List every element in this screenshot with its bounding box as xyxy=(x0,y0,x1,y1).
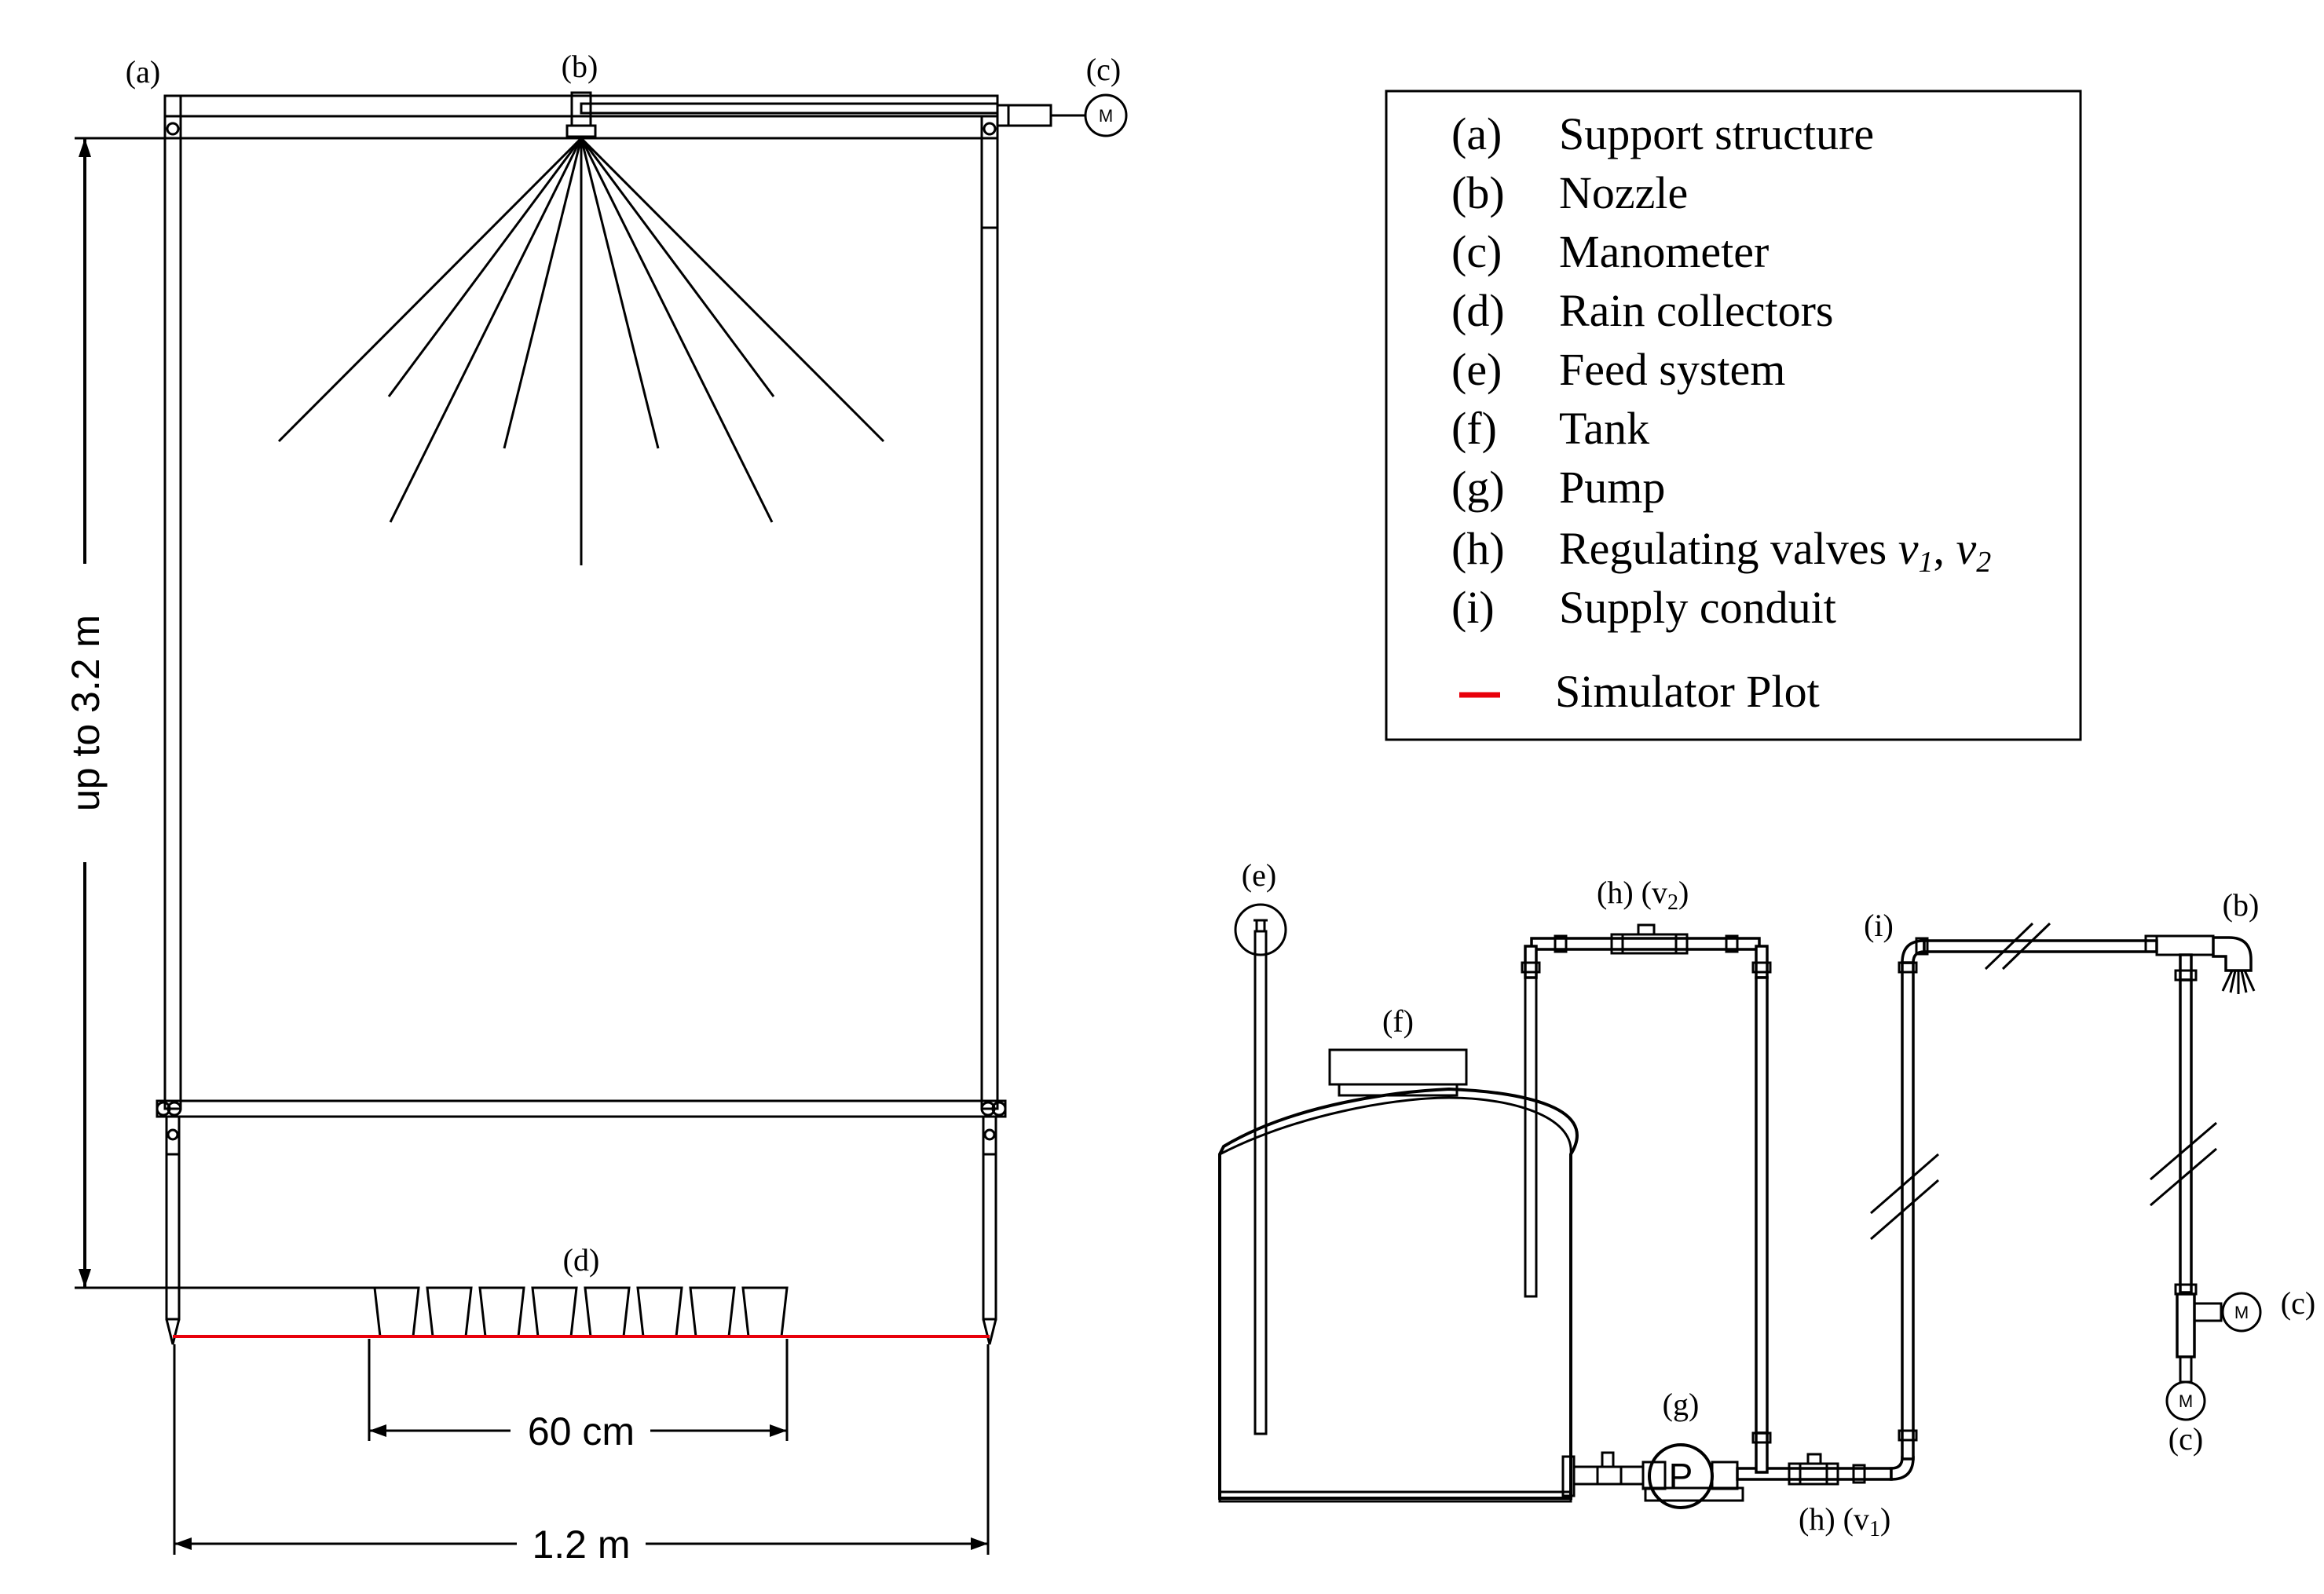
legend: (a) Support structure (b) Nozzle (c) Manomete… xyxy=(1385,90,2082,741)
spray-pattern xyxy=(277,137,885,565)
height-dimension: up to 3.2 m xyxy=(64,137,408,1289)
legend-key: (c) xyxy=(1451,226,1502,277)
nozzle-assembly xyxy=(2144,934,2256,1384)
supply-conduit xyxy=(1870,922,2158,1461)
legend-text: Feed system xyxy=(1559,344,1785,395)
manometer-right: M xyxy=(2221,1292,2262,1333)
svg-text:M: M xyxy=(2234,1303,2249,1322)
label-e: (e) xyxy=(1242,857,1276,893)
legend-text: Pump xyxy=(1559,462,1665,513)
label-c-right: (c) xyxy=(2281,1285,2315,1321)
top-feed-pipe xyxy=(580,102,1085,127)
plot-width-label: 1.2 m xyxy=(532,1523,630,1567)
outlet-pipe-v1 xyxy=(1736,1431,1915,1486)
manometer-bottom: M xyxy=(2165,1380,2206,1421)
tank xyxy=(1218,1048,1579,1503)
label-b-left: (b) xyxy=(562,49,598,84)
rain-collector-cup xyxy=(478,1286,525,1338)
legend-key: (f) xyxy=(1451,403,1497,454)
rain-collectors xyxy=(373,1286,789,1338)
legend-key-i: (i) xyxy=(1451,582,1495,633)
pump-symbol: P xyxy=(1669,1456,1693,1497)
loop-pipe-v2 xyxy=(1521,923,1772,1435)
legend-text-i: Supply conduit xyxy=(1559,582,1836,633)
rain-collector-cup xyxy=(426,1286,473,1338)
legend-key: (b) xyxy=(1451,167,1505,218)
legend-text-plot: Simulator Plot xyxy=(1555,666,1820,717)
rain-collector-cup xyxy=(531,1286,578,1338)
legend-key: (d) xyxy=(1451,285,1505,336)
rain-collector-cup xyxy=(373,1286,420,1338)
label-h-top: (h)(v2) xyxy=(1597,875,1689,915)
rain-collector-cup xyxy=(584,1286,631,1338)
legend-text: Manometer xyxy=(1559,226,1769,277)
collector-span-dimension: 60 cm xyxy=(368,1339,789,1453)
label-g: (g) xyxy=(1663,1387,1700,1422)
legend-text: Support structure xyxy=(1559,108,1874,159)
legend-text: Nozzle xyxy=(1559,167,1688,218)
support-structure xyxy=(156,94,1007,1345)
legend-key: (a) xyxy=(1451,108,1502,159)
legend-key-h: (h) xyxy=(1451,523,1505,574)
height-label: up to 3.2 m xyxy=(64,615,108,811)
label-c-left: (c) xyxy=(1086,52,1121,87)
legend-key: (g) xyxy=(1451,462,1505,513)
pump: P xyxy=(1561,1443,1744,1509)
rain-collector-cup xyxy=(741,1286,789,1338)
label-h-bottom: (h)(v1) xyxy=(1799,1501,1890,1541)
collector-span-label: 60 cm xyxy=(528,1409,635,1453)
label-c-bottom: (c) xyxy=(2168,1421,2203,1457)
legend-key: (e) xyxy=(1451,344,1502,395)
legend-text: Tank xyxy=(1559,403,1649,454)
label-a-left: (a) xyxy=(126,54,160,90)
rain-collector-cup xyxy=(636,1286,683,1338)
label-i: (i) xyxy=(1864,908,1894,943)
legend-text: Rain collectors xyxy=(1559,285,1834,336)
return-pipe xyxy=(1524,970,1538,1298)
manometer-top: M xyxy=(1084,93,1128,137)
svg-text:M: M xyxy=(1099,106,1113,126)
plot-width-dimension: 1.2 m xyxy=(173,1344,990,1567)
nozzle xyxy=(565,91,597,138)
label-b-right: (b) xyxy=(2223,887,2260,923)
label-f: (f) xyxy=(1382,1004,1414,1039)
label-d: (d) xyxy=(563,1242,600,1278)
rain-collector-cup xyxy=(689,1286,736,1338)
feed-system xyxy=(1234,903,1287,1435)
svg-text:M: M xyxy=(2179,1391,2193,1411)
legend-text-h: Regulating valves v1, v2 xyxy=(1559,523,1991,579)
